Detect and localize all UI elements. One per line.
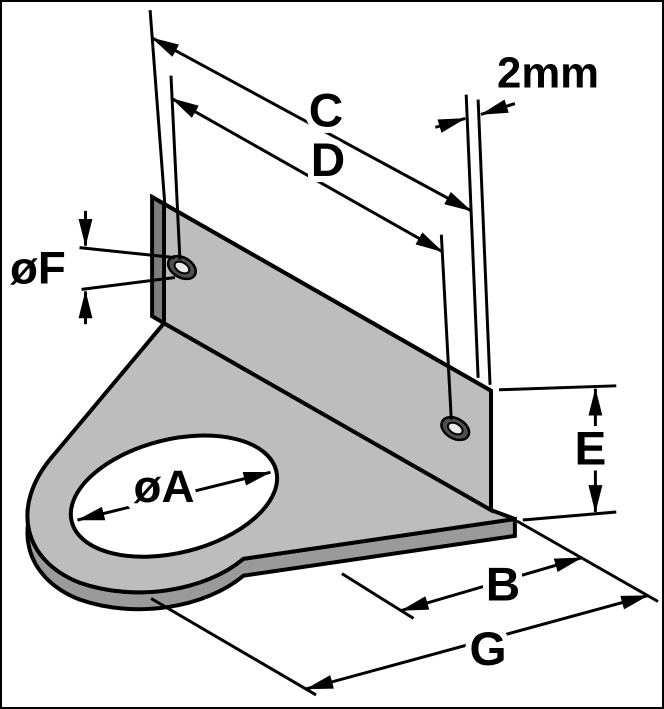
- dim-label-thickness: 2mm: [497, 49, 599, 98]
- dim-thickness-ext-front: [476, 99, 492, 385]
- dim-g-ext-left: [150, 597, 317, 697]
- small-hole-left-bore: [173, 260, 191, 275]
- dim-label-e: E: [575, 422, 607, 475]
- dimensions: C D 2mm øF øA E B G: [4, 9, 659, 697]
- dim-e-ext-bottom: [522, 510, 617, 522]
- dim-b-ext-left: [341, 572, 415, 620]
- dim-label-b: B: [486, 559, 520, 612]
- dim-label-d: D: [311, 134, 345, 187]
- dim-label-c: C: [309, 84, 343, 137]
- dim-g-line: [305, 594, 649, 691]
- dim-f-ext-bottom: [81, 275, 176, 291]
- dim-thickness-arrow-right: [480, 99, 516, 116]
- small-hole-right: [440, 415, 471, 442]
- dim-thickness-arrow-left: [434, 117, 467, 133]
- dim-d-line: [171, 97, 444, 253]
- dim-bg-ext-right: [516, 519, 659, 603]
- dim-label-g: G: [469, 623, 506, 676]
- dim-f-ext-top: [79, 246, 176, 260]
- dim-label-f: øF: [10, 242, 66, 293]
- small-hole-left: [166, 254, 197, 281]
- dim-a-line: [76, 470, 272, 522]
- small-hole-right-bore: [446, 421, 464, 436]
- dim-label-a: øA: [134, 461, 195, 512]
- plate-front-face: [162, 200, 494, 514]
- dim-d-ext-right: [439, 234, 453, 420]
- dim-thickness-ext-back: [464, 94, 480, 378]
- dim-e-ext-top: [498, 384, 617, 392]
